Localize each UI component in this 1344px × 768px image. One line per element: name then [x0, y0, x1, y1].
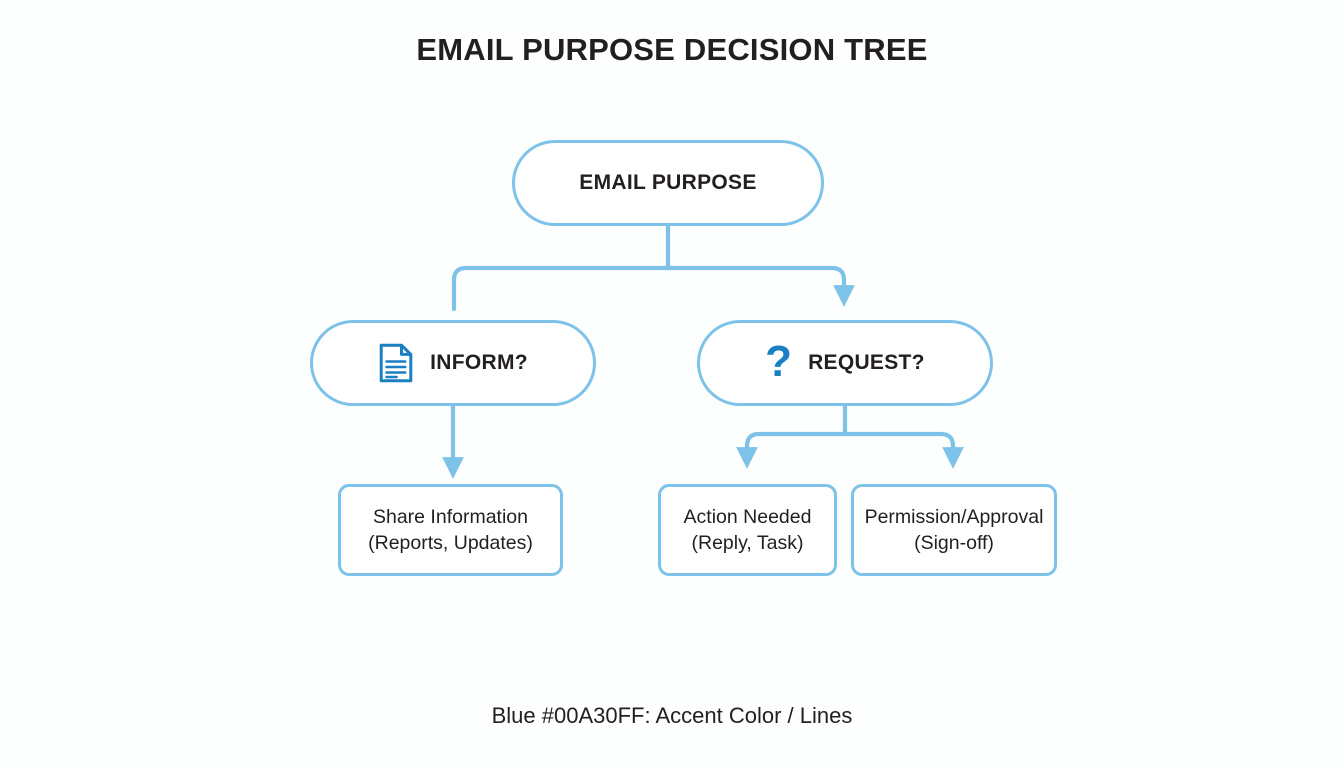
question-mark-icon: ?: [765, 337, 793, 386]
node-email-purpose-label: EMAIL PURPOSE: [579, 171, 757, 194]
node-inform-label: INFORM?: [430, 351, 528, 374]
edge-request-to-action: [736, 431, 848, 469]
node-action-needed-line2: (Reply, Task): [691, 532, 804, 554]
node-share-information[interactable]: Share Information (Reports, Updates): [338, 484, 563, 576]
node-request[interactable]: ? REQUEST?: [697, 320, 993, 406]
document-icon: [378, 342, 414, 384]
node-permission-approval-line1: Permission/Approval: [864, 505, 1044, 528]
edge-root-to-inform: [451, 265, 671, 312]
edge-root-to-request: [665, 265, 855, 307]
edge-request-to-permission: [842, 431, 964, 469]
node-email-purpose[interactable]: EMAIL PURPOSE: [512, 140, 824, 226]
node-permission-approval[interactable]: Permission/Approval (Sign-off): [851, 484, 1057, 576]
node-share-information-line1: Share Information: [372, 505, 528, 528]
node-permission-approval-line2: (Sign-off): [914, 532, 994, 554]
node-action-needed[interactable]: Action Needed (Reply, Task): [658, 484, 837, 576]
node-share-information-line2: (Reports, Updates): [368, 532, 533, 554]
question-mark-glyph: ?: [765, 337, 793, 386]
legend-caption: Blue #00A30FF: Accent Color / Lines: [491, 703, 853, 728]
node-inform[interactable]: INFORM?: [310, 320, 596, 406]
node-action-needed-line1: Action Needed: [683, 505, 812, 528]
node-request-label: REQUEST?: [808, 351, 925, 374]
page-title: EMAIL PURPOSE DECISION TREE: [416, 32, 928, 67]
